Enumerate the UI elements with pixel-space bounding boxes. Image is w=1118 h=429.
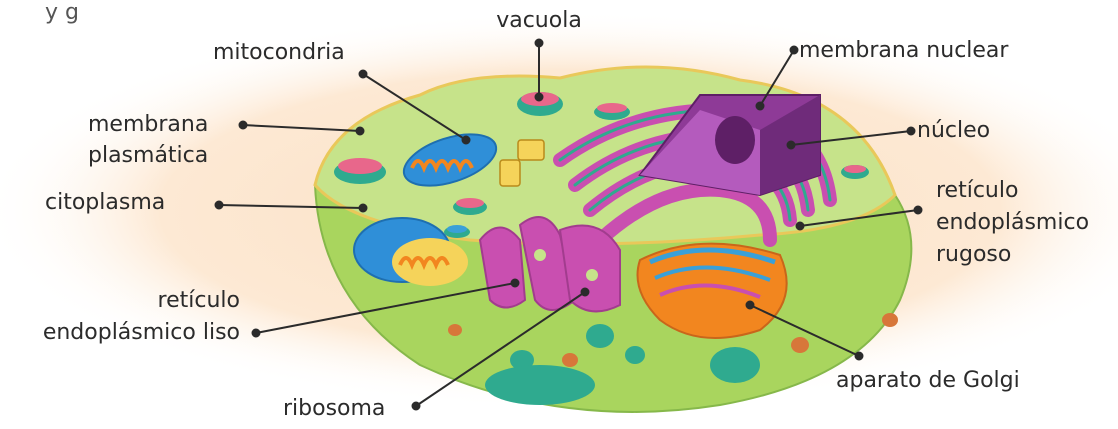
label-reticulo-rugoso-2: endoplásmico bbox=[936, 210, 1089, 236]
label-reticulo-rugoso-3: rugoso bbox=[936, 242, 1011, 268]
label-membrana-plasmatica-2: plasmática bbox=[88, 143, 208, 169]
label-membrana-plasmatica-1: membrana bbox=[88, 112, 208, 138]
label-nucleo: núcleo bbox=[917, 118, 990, 144]
label-ribosoma: ribosoma bbox=[283, 396, 385, 422]
cut-top-text: y g bbox=[45, 0, 79, 26]
label-aparato-golgi: aparato de Golgi bbox=[836, 368, 1020, 394]
label-reticulo-liso-2: endoplásmico liso bbox=[0, 320, 240, 346]
label-vacuola: vacuola bbox=[484, 8, 594, 34]
label-citoplasma: citoplasma bbox=[45, 190, 165, 216]
label-reticulo-liso-1: retículo bbox=[60, 288, 240, 314]
label-mitocondria: mitocondria bbox=[213, 40, 345, 66]
smooth-er bbox=[480, 217, 620, 311]
label-membrana-nuclear: membrana nuclear bbox=[799, 38, 1008, 64]
label-reticulo-rugoso-1: retículo bbox=[936, 178, 1018, 204]
